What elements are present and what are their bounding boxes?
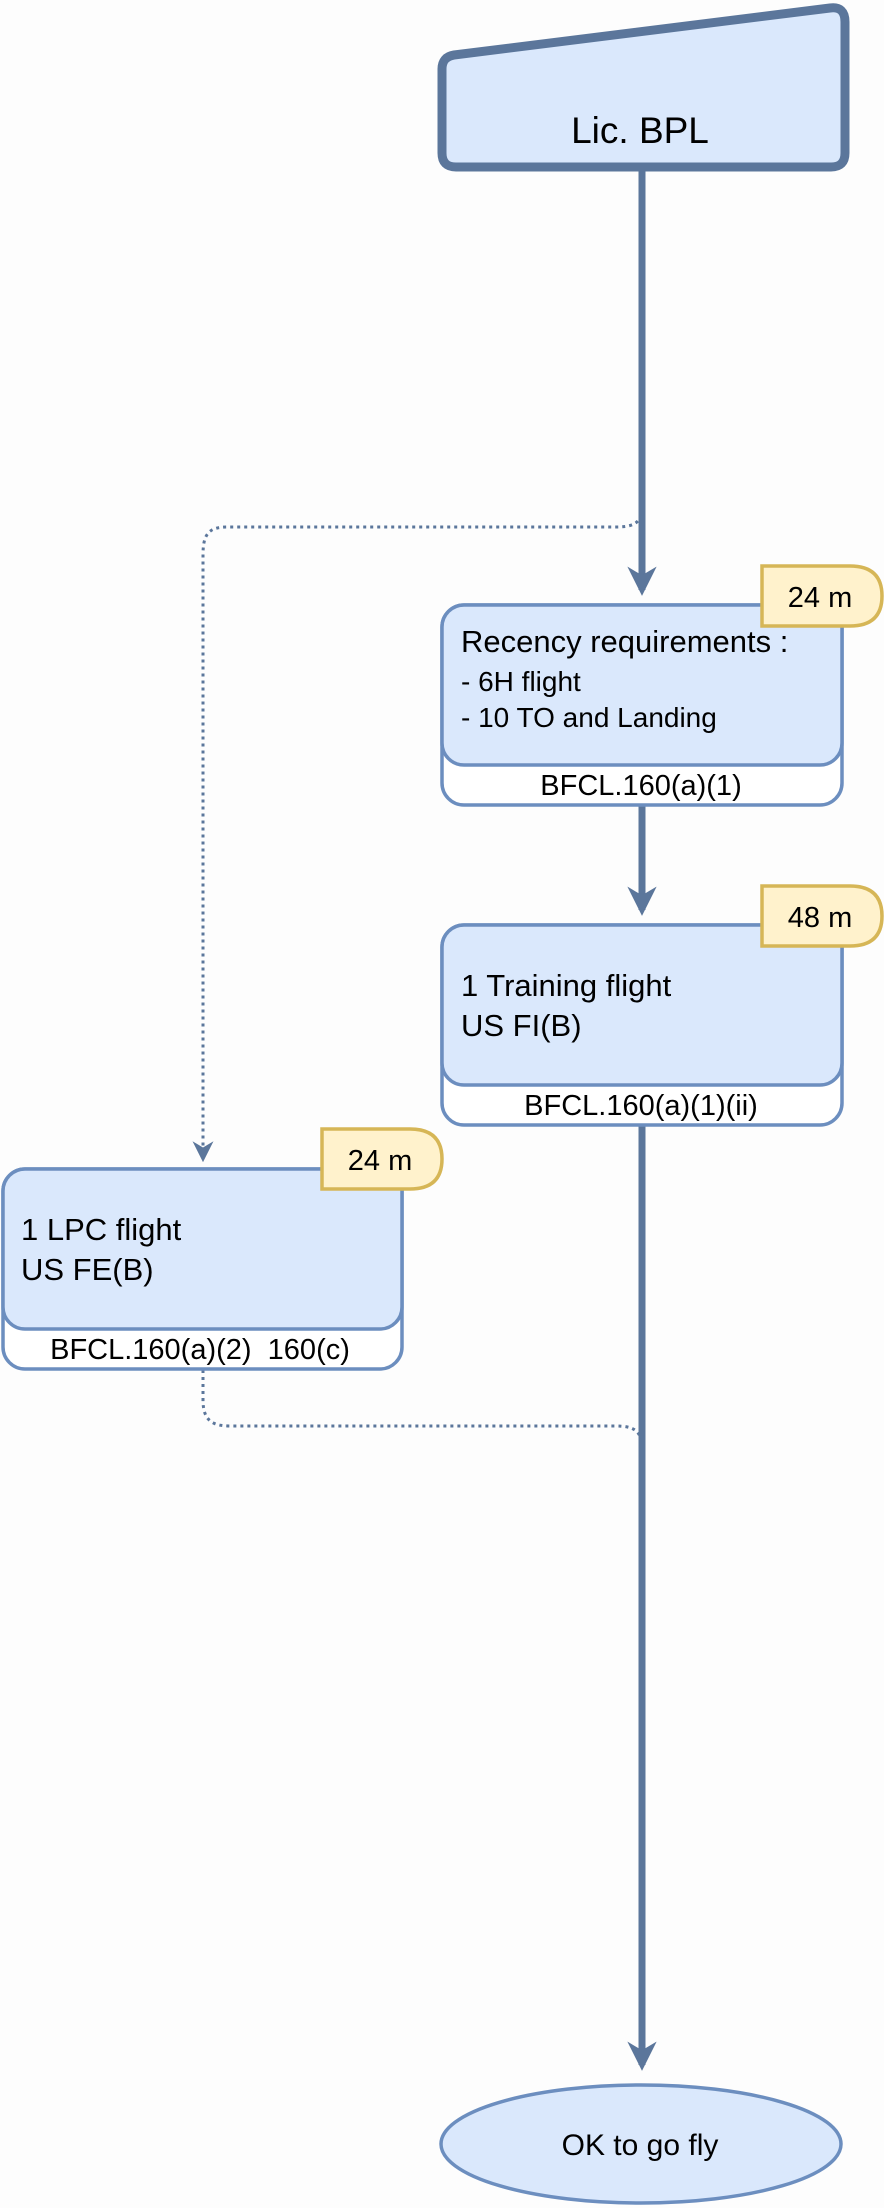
- training-line-1: 1 Training flight: [461, 968, 672, 1003]
- training-ref: BFCL.160(a)(1)(ii): [524, 1090, 758, 1122]
- lpc-badge-text: 24 m: [348, 1145, 412, 1177]
- recency-ref: BFCL.160(a)(1): [540, 770, 741, 802]
- node-training-flight: 1 Training flight US FI(B) BFCL.160(a)(1…: [440, 923, 844, 1127]
- recency-badge-text: 24 m: [788, 582, 852, 614]
- start-node-label: Lic. BPL: [571, 110, 709, 151]
- lpc-line-1: 1 LPC flight: [21, 1212, 182, 1247]
- training-line-2: US FI(B): [461, 1008, 582, 1043]
- node-lpc-flight: 1 LPC flight US FE(B) BFCL.160(a)(2) 160…: [1, 1167, 404, 1371]
- badge-training-validity: 48 m: [760, 884, 884, 948]
- start-node-lic-bpl: Lic. BPL: [437, 3, 850, 172]
- recency-line-1: Recency requirements :: [461, 624, 788, 659]
- end-node-ok-to-go-fly: OK to go fly: [439, 2083, 843, 2205]
- recency-line-2: - 6H flight: [461, 666, 581, 697]
- edge-dotted-lpc-to-main: [201, 1370, 644, 1445]
- end-node-label: OK to go fly: [562, 2129, 719, 2162]
- badge-lpc-validity: 24 m: [320, 1127, 444, 1191]
- training-badge-text: 48 m: [788, 902, 852, 934]
- recency-line-3: - 10 TO and Landing: [461, 702, 717, 733]
- lpc-ref: BFCL.160(a)(2) 160(c): [50, 1334, 350, 1366]
- lpc-line-2: US FE(B): [21, 1252, 154, 1287]
- node-recency-requirements: Recency requirements : - 6H flight - 10 …: [440, 603, 844, 807]
- badge-recency-validity: 24 m: [760, 564, 884, 628]
